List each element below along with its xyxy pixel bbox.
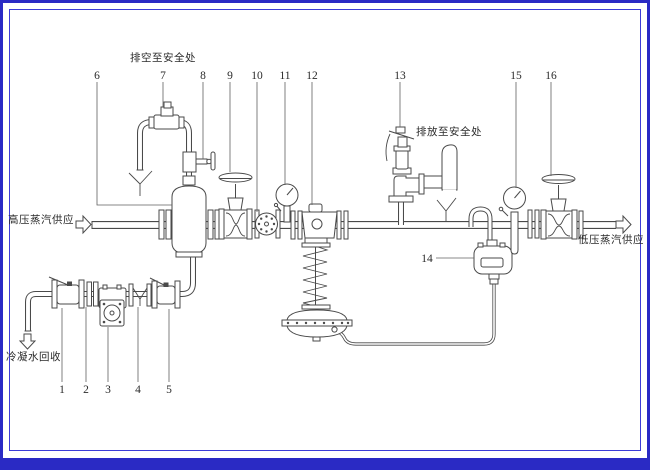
callout-4: 4 xyxy=(135,384,141,396)
callout-6: 6 xyxy=(94,70,100,82)
discharge-to-safe-label: 排放至安全处 xyxy=(416,125,482,138)
drain-isolation-valve-5 xyxy=(149,277,181,309)
cover-bolts xyxy=(102,302,122,324)
condensate-return-label: 冷凝水回收 xyxy=(6,350,61,363)
inner-border xyxy=(9,9,641,451)
callout-11: 11 xyxy=(279,70,290,82)
pressure-reducing-valve xyxy=(281,203,353,342)
vent-to-safe-label: 排空至安全处 xyxy=(130,51,196,64)
separator-inlet-flange-pair xyxy=(158,209,172,240)
callout-8: 8 xyxy=(200,70,206,82)
callout-5: 5 xyxy=(166,384,172,396)
callout-10: 10 xyxy=(251,70,263,82)
drain-isolation-valve-1 xyxy=(48,276,85,309)
valve-bonnet xyxy=(227,197,244,211)
valve-bonnet xyxy=(550,198,567,212)
pilot-controller xyxy=(473,239,513,285)
flange-bolts xyxy=(257,215,276,233)
callout-leader-lines xyxy=(61,82,552,382)
safety-valve xyxy=(385,126,458,222)
condensate-down-arrow-icon xyxy=(18,333,37,350)
callout-1: 1 xyxy=(59,384,65,396)
valve-lever-icon xyxy=(149,277,167,287)
lever-link xyxy=(385,133,391,162)
bolted-flange-connector xyxy=(254,209,281,239)
callout-14: 14 xyxy=(421,253,433,265)
outlet-flow-arrow-icon xyxy=(615,214,632,235)
actuator-bolts xyxy=(286,321,350,325)
pilot-window xyxy=(480,257,504,268)
callout-13: 13 xyxy=(394,70,406,82)
steam-trap-3 xyxy=(98,284,127,327)
gauge-needle xyxy=(514,190,521,199)
pipe-union-2 xyxy=(86,281,99,307)
callout-12: 12 xyxy=(306,70,318,82)
hp-steam-supply-label: 高压蒸汽供应 xyxy=(8,213,74,226)
callout-7: 7 xyxy=(160,70,166,82)
gauge-pocket xyxy=(510,211,519,255)
callout-numbers: 1 2 3 4 5 6 7 8 9 10 11 12 13 14 15 16 xyxy=(59,70,557,396)
lp-steam-supply-label: 低压蒸汽供应 xyxy=(578,233,644,246)
callout-9: 9 xyxy=(227,70,233,82)
inlet-flow-arrow-icon xyxy=(75,214,92,235)
vent-isolation-valve xyxy=(182,151,216,173)
downstream-pressure-gauge xyxy=(498,186,526,255)
vent-pipe-break-icon xyxy=(128,170,153,196)
callout-15: 15 xyxy=(510,70,522,82)
discharge-pipe-break-icon xyxy=(436,197,457,222)
air-vent-valve xyxy=(148,101,185,130)
adjustment-spring xyxy=(301,242,331,310)
moisture-separator xyxy=(171,175,207,258)
sight-glass-4 xyxy=(128,283,152,307)
text-labels: 排空至安全处 高压蒸汽供应 排放至安全处 低压蒸汽供应 冷凝水回收 xyxy=(6,51,644,363)
downstream-stop-valve xyxy=(527,174,584,240)
callout-2: 2 xyxy=(83,384,89,396)
siphon-loop-pipe xyxy=(468,206,493,243)
upstream-stop-valve xyxy=(218,172,253,240)
discharge-duct xyxy=(423,144,458,192)
sensing-tap xyxy=(331,326,338,333)
pilot-sensing-line xyxy=(335,283,496,346)
upstream-pressure-gauge xyxy=(273,183,299,223)
callout-16: 16 xyxy=(545,70,557,82)
valve-lever-icon xyxy=(48,276,69,286)
gauge-needle xyxy=(286,187,294,196)
diaphragm-actuator xyxy=(281,309,353,342)
callout-3: 3 xyxy=(105,384,111,396)
handwheel-icon xyxy=(218,172,253,183)
handwheel-icon xyxy=(541,174,576,184)
lever-icon xyxy=(388,130,415,140)
